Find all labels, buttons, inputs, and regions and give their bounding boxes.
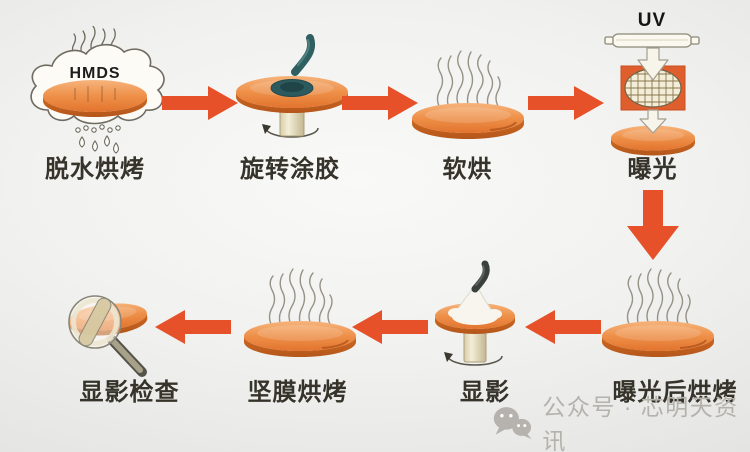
watermark: 公众号 · 芯明天资讯 bbox=[492, 394, 750, 452]
rotation-arrow bbox=[265, 127, 319, 138]
flow-arrow-left-icon bbox=[155, 310, 231, 344]
station-develop-inspection bbox=[50, 290, 165, 385]
watermark-text: 公众号 · 芯明天资讯 bbox=[542, 394, 739, 452]
flow-arrow-down-icon bbox=[627, 190, 679, 260]
dispenser-nozzle bbox=[291, 34, 316, 76]
step-label-spin-coat: 旋转涂胶 bbox=[240, 156, 340, 183]
wafer-magnifier-icon bbox=[68, 295, 148, 377]
station-dehydration-bake: HMDS bbox=[20, 25, 170, 159]
step-label-develop-inspection: 显影检查 bbox=[79, 379, 180, 406]
step-label-exposure: 曝光 bbox=[627, 156, 678, 183]
station-soft-bake bbox=[408, 28, 528, 145]
flow-arrow-left-icon bbox=[352, 310, 428, 344]
heated-wafer-icon bbox=[602, 268, 714, 357]
uv-lamp bbox=[604, 33, 700, 48]
step-label-develop: 显影 bbox=[460, 379, 510, 406]
droplets bbox=[75, 124, 121, 154]
flow-arrow-left-icon bbox=[525, 310, 601, 344]
step-label-hard-bake: 坚膜烘烤 bbox=[247, 379, 348, 406]
flow-arrow-right-icon bbox=[162, 86, 238, 120]
uv-annotation: UV bbox=[638, 10, 666, 31]
station-post-exposure-bake bbox=[598, 246, 718, 363]
step-label-soft-bake: 软烘 bbox=[442, 156, 493, 183]
station-spin-coat bbox=[222, 34, 362, 154]
station-exposure: UV bbox=[602, 4, 702, 161]
step-label-post-exposure-bake: 曝光后烘烤 bbox=[612, 379, 738, 406]
flow-arrow-right-icon bbox=[528, 86, 604, 120]
rotation-arrow bbox=[447, 355, 503, 366]
uv-exposure-icon: UV bbox=[604, 10, 700, 156]
heated-wafer-icon bbox=[244, 268, 356, 357]
station-develop bbox=[400, 258, 550, 377]
wechat-icon bbox=[493, 407, 532, 440]
flow-arrow-right-icon bbox=[342, 86, 418, 120]
station-hard-bake bbox=[240, 246, 360, 363]
hmds-annotation: HMDS bbox=[69, 65, 120, 82]
step-label-dehydration-bake: 脱水烘烤 bbox=[45, 156, 145, 183]
hmds-bake-icon: HMDS bbox=[30, 25, 165, 154]
light-down-arrow bbox=[637, 47, 669, 81]
developer-spin-icon bbox=[435, 260, 515, 366]
light-down-arrow bbox=[639, 109, 667, 134]
spin-coater-icon bbox=[236, 34, 348, 138]
heated-wafer-icon bbox=[412, 50, 524, 139]
dispenser-nozzle bbox=[471, 260, 490, 293]
magnifier-glass bbox=[68, 295, 147, 377]
